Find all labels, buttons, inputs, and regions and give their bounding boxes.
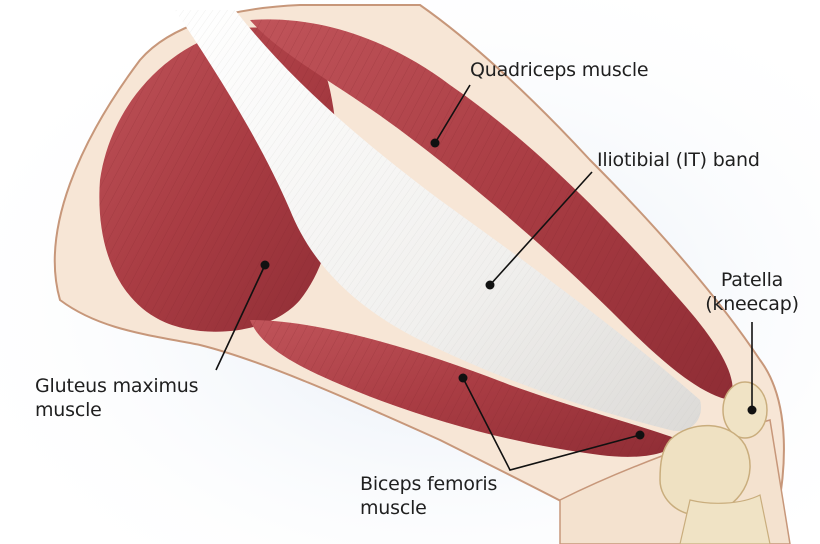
- patella-label-line2: (kneecap): [705, 293, 799, 315]
- patella-label-line1: Patella: [720, 269, 784, 291]
- gluteus-label-line1: Gluteus maximus: [35, 375, 199, 397]
- it-band-leader: [489, 171, 593, 286]
- gluteus-label: Gluteus maximus muscle: [35, 374, 198, 422]
- biceps-femoris-label: Biceps femoris muscle: [360, 472, 497, 520]
- patella-bone: [722, 381, 768, 439]
- biceps-leader: [462, 377, 641, 471]
- leader-lines: [215, 84, 753, 471]
- quadriceps-label: Quadriceps muscle: [470, 59, 649, 81]
- quadriceps-leader: [434, 84, 471, 144]
- gluteus-leader: [215, 264, 266, 371]
- biceps-label-line2: muscle: [360, 497, 427, 519]
- biceps-label-line1: Biceps femoris: [360, 473, 498, 495]
- gluteus-label-line2: muscle: [35, 399, 102, 421]
- patella-label: Patella (kneecap): [696, 268, 808, 316]
- tibia-bone: [679, 494, 771, 544]
- it-band-label: Iliotibial (IT) band: [597, 149, 760, 171]
- leader-dots: [260, 138, 757, 440]
